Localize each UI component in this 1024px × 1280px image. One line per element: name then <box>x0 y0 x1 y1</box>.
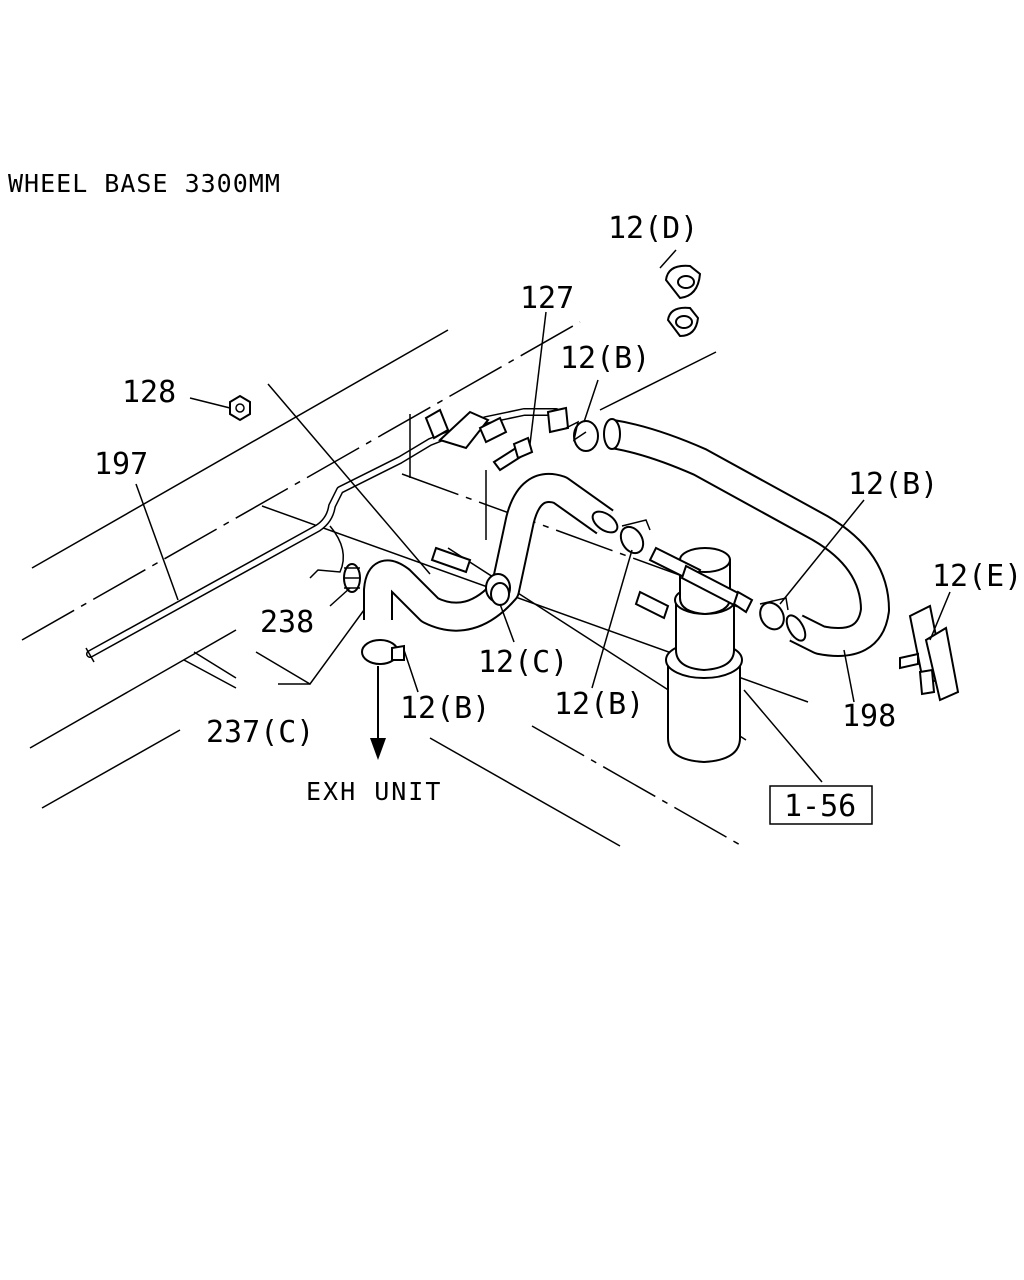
diagram-title: WHEEL BASE 3300MM <box>8 169 281 198</box>
callout-12b-right: 12(B) <box>848 467 938 502</box>
callout-12b-mid: 12(B) <box>554 687 644 722</box>
clamp-12e <box>899 604 960 702</box>
callout-237c: 237(C) <box>206 715 314 750</box>
callout-197: 197 <box>94 447 148 482</box>
ref-1-56: 1-56 <box>784 789 856 824</box>
clamp-12b-top <box>565 420 599 452</box>
clamp-12b-mid <box>619 519 651 555</box>
callout-12d: 12(D) <box>608 211 698 246</box>
pipe-197 <box>85 408 560 663</box>
callout-128: 128 <box>122 375 176 410</box>
exhaust-arrow <box>370 666 386 760</box>
bolt-127 <box>492 436 534 472</box>
callout-12b-top: 12(B) <box>560 341 650 376</box>
leader-lines <box>135 249 951 783</box>
unit-cylinder <box>634 546 754 764</box>
clamp-12d <box>664 264 702 338</box>
clamp-12c <box>490 582 510 606</box>
callout-12e: 12(E) <box>932 559 1022 594</box>
callout-12b-left: 12(B) <box>400 691 490 726</box>
bracket-assembly <box>409 408 508 574</box>
callout-12c: 12(C) <box>478 645 568 680</box>
ref-box <box>769 785 873 825</box>
clamp-12b-left <box>361 639 405 665</box>
callout-127: 127 <box>520 281 574 316</box>
hose-198 <box>603 418 890 657</box>
nut-128 <box>229 394 251 422</box>
callout-238: 238 <box>260 605 314 640</box>
clamp-12b-right <box>759 597 789 631</box>
callout-198: 198 <box>842 699 896 734</box>
pipe-stub <box>546 406 570 434</box>
grommet-238 <box>343 563 361 593</box>
exhaust-label: EXH UNIT <box>306 777 442 806</box>
